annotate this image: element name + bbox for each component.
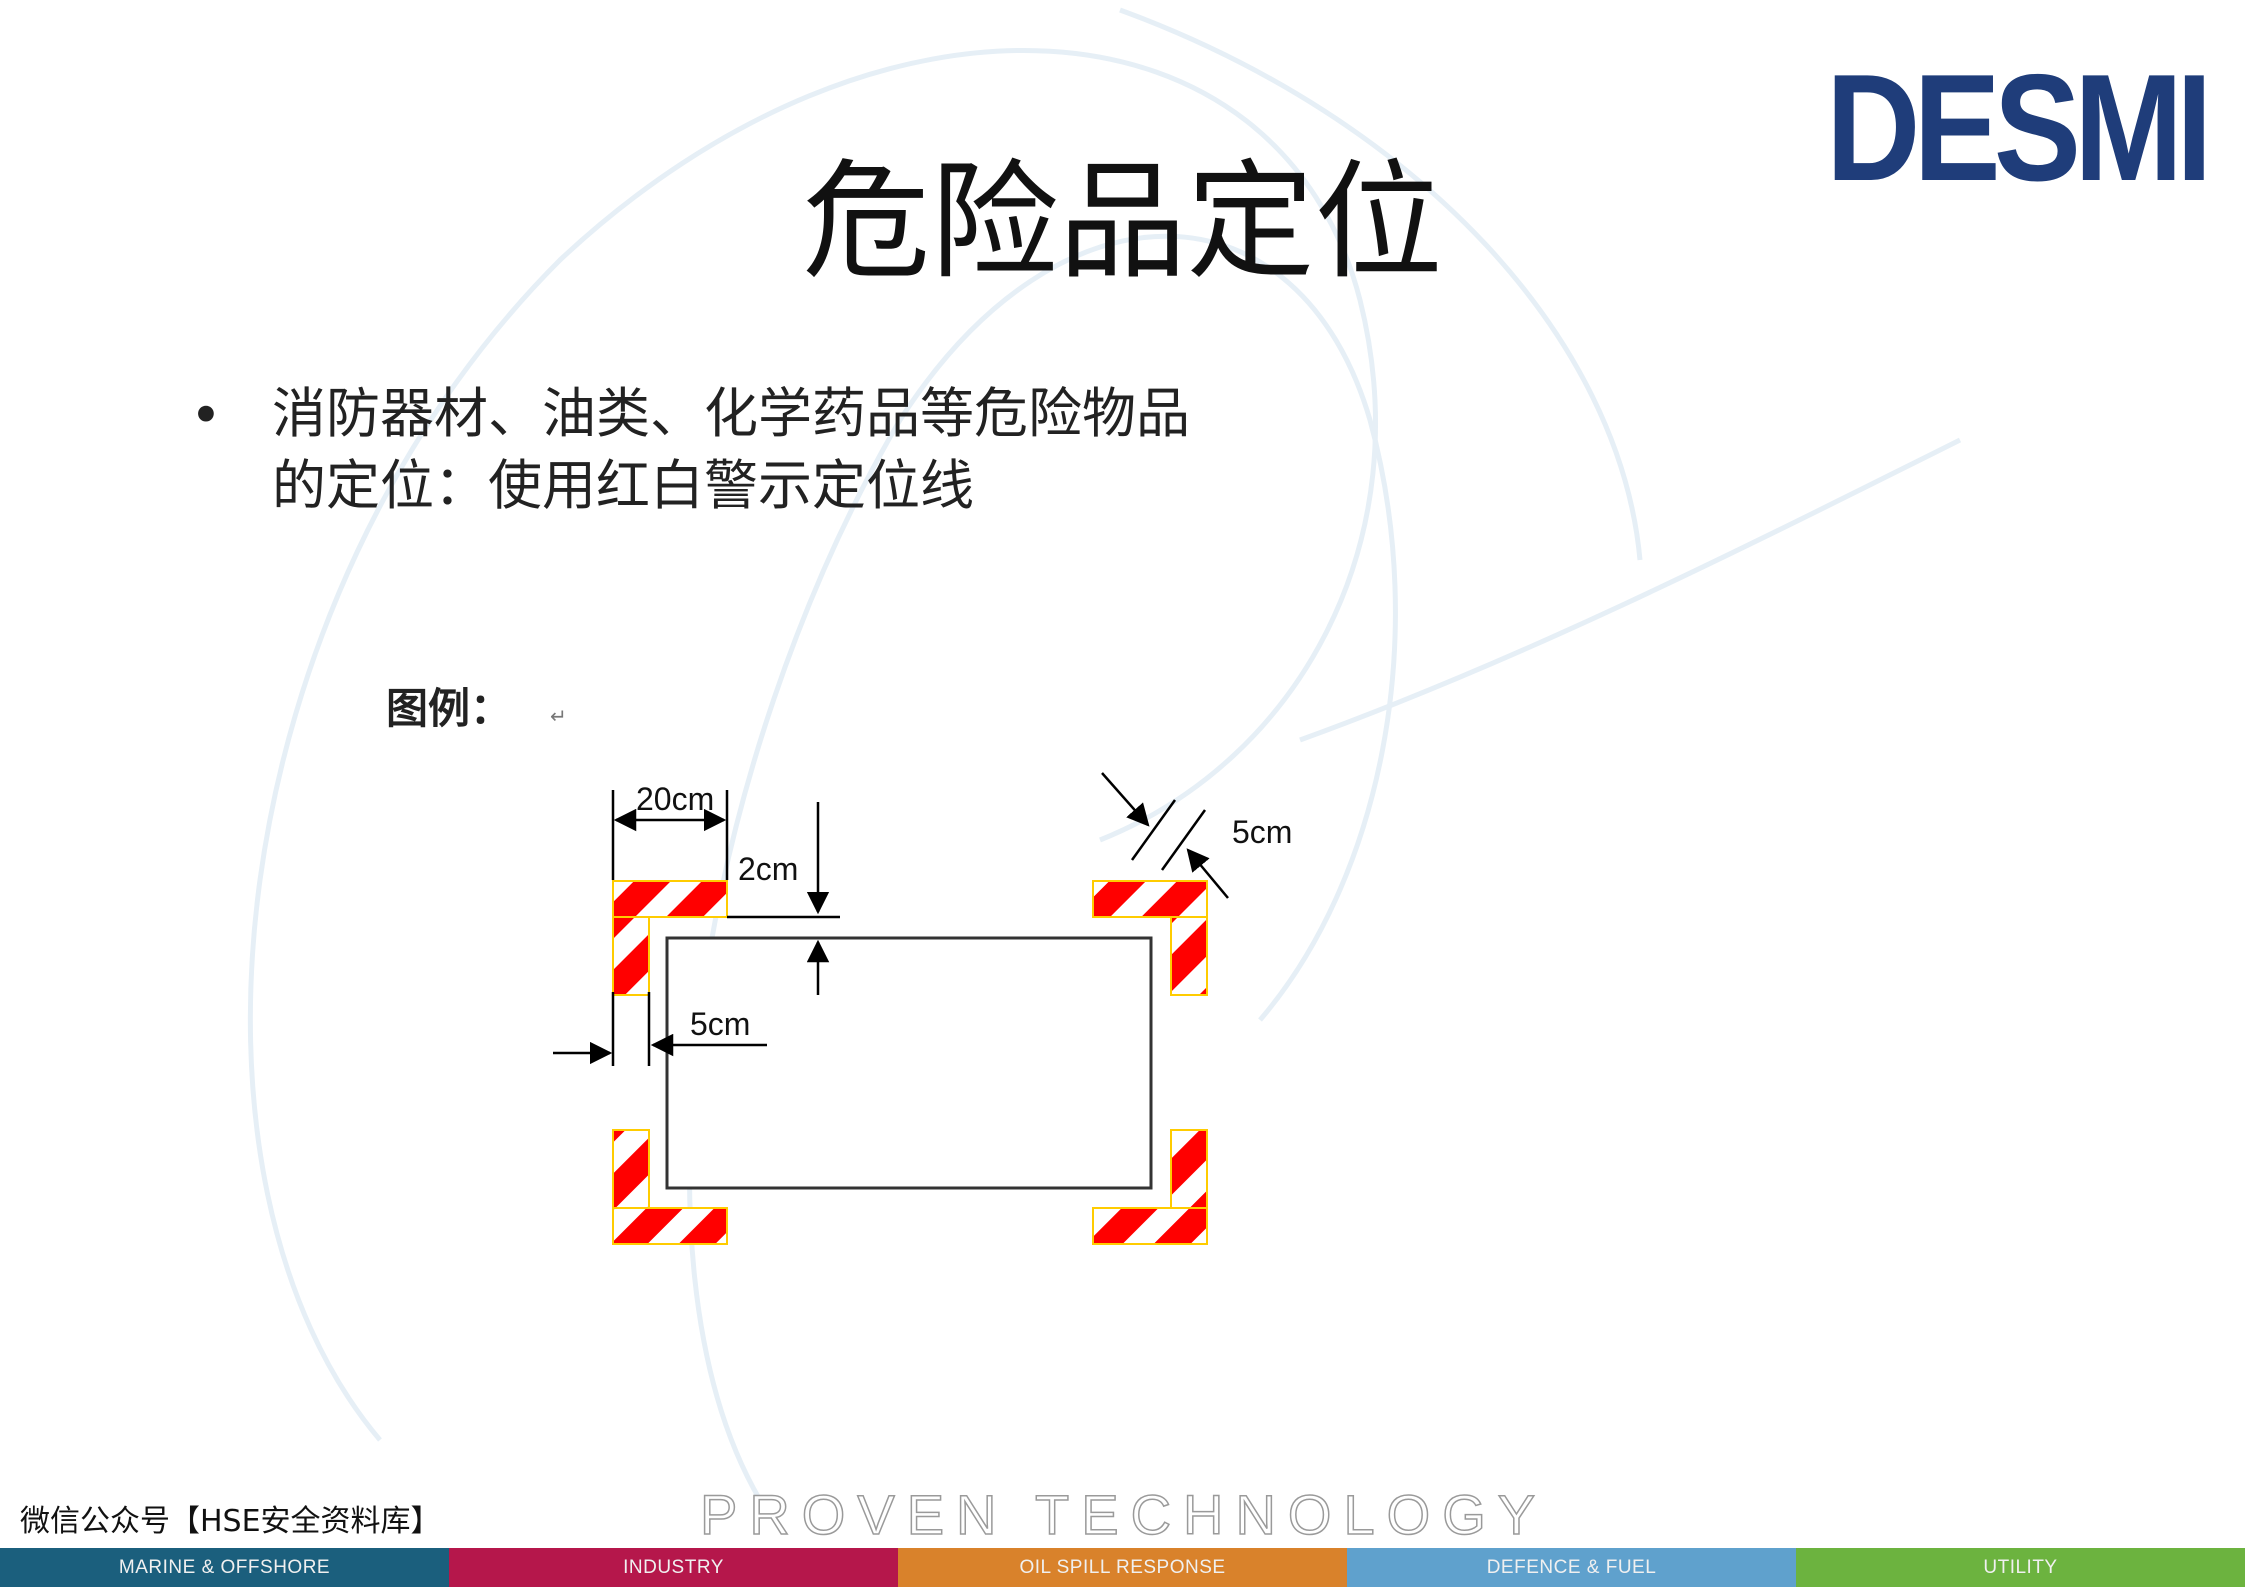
proven-technology-tagline: PROVEN TECHNOLOGY	[699, 1482, 1548, 1547]
legend-label: 图例：	[386, 684, 512, 733]
dimension-20cm-label: 20cm	[636, 781, 714, 817]
footer-segment-industry: INDUSTRY	[449, 1548, 898, 1587]
dimension-2cm-label: 2cm	[738, 851, 798, 887]
dimension-5cm-left-label: 5cm	[690, 1006, 750, 1042]
object-outline	[665, 936, 1153, 1190]
dimension-5cm-right	[1101, 772, 1229, 899]
footer-segment-defence: DEFENCE & FUEL	[1347, 1548, 1796, 1587]
footer-segment-oil-spill: OIL SPILL RESPONSE	[898, 1548, 1347, 1587]
dimension-5cm-left	[553, 992, 767, 1066]
footer-segment-marine: MARINE & OFFSHORE	[0, 1548, 449, 1587]
desmi-logo: DESMI	[1826, 43, 2212, 213]
corner-marker-top-left	[612, 880, 728, 996]
legend-diagram: 图例： ↵ 20cm 2cm 5cm	[386, 684, 1292, 1245]
corner-marker-bottom-right	[1092, 1129, 1208, 1245]
bullet-item: • 消防器材、油类、化学药品等危险物品 的定位：使用红白警示定位线	[190, 378, 1190, 522]
bullet-line-2: 的定位：使用红白警示定位线	[272, 454, 974, 517]
corner-marker-bottom-left	[612, 1129, 728, 1245]
bullet-list: • 消防器材、油类、化学药品等危险物品 的定位：使用红白警示定位线	[190, 378, 1190, 522]
footer-segment-utility: UTILITY	[1796, 1548, 2245, 1587]
legend-return-mark: ↵	[550, 704, 567, 728]
dimension-5cm-right-label: 5cm	[1232, 814, 1292, 850]
page-title: 危险品定位	[802, 148, 1443, 297]
dimension-2cm	[727, 802, 840, 995]
bullet-dot: •	[190, 384, 222, 447]
bullet-line-1: 消防器材、油类、化学药品等危险物品	[272, 382, 1190, 445]
dimension-20cm	[611, 790, 729, 880]
footer-category-bar: MARINE & OFFSHORE INDUSTRY OIL SPILL RES…	[0, 1548, 2245, 1587]
wechat-credit: 微信公众号【HSE安全资料库】	[20, 1504, 441, 1539]
corner-marker-top-right	[1092, 880, 1208, 996]
